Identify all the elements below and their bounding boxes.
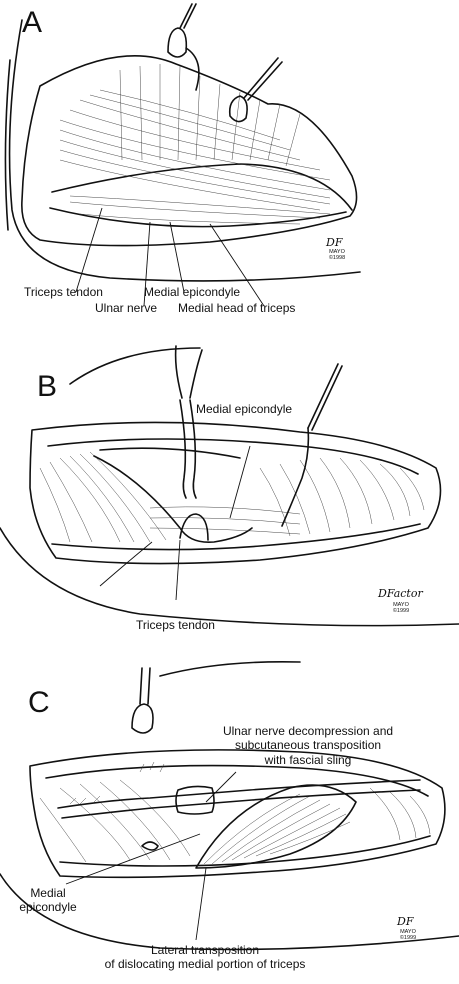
panel-c: C Ulnar nerve decompression and subcutan…	[0, 648, 459, 984]
panel-a-mayo-text: MAYO	[329, 249, 345, 255]
panel-a-letter: A	[22, 6, 43, 39]
label-medial-epicondyle: Medial epicondyle	[144, 285, 241, 299]
panel-b-illustration	[0, 345, 459, 627]
label-ulnar-nerve: Ulnar nerve	[95, 301, 158, 315]
panel-c-copyright-mark: MAYO ©1999	[394, 929, 422, 942]
panel-b-letter: B	[37, 370, 58, 403]
panel-c-mayo-text: MAYO	[400, 929, 416, 935]
label-medial-head-of-triceps: Medial head of triceps	[178, 301, 296, 315]
label-line-1: Ulnar nerve decompression and	[222, 724, 394, 738]
label-line-2: of dislocating medial portion of triceps	[104, 957, 306, 972]
panel-b: B Medial epicondyle Triceps tendon DFact…	[0, 328, 459, 648]
panel-c-artist-signature: DF	[397, 915, 414, 928]
label-medial: Medial	[30, 886, 66, 900]
panel-b-mayo-text: MAYO	[393, 602, 409, 608]
panel-c-illustration	[0, 660, 459, 951]
panel-b-copyright-mark: MAYO ©1999	[386, 602, 416, 615]
panel-a-illustration	[4, 3, 361, 307]
label-lateral-transposition: Lateral transposition of dislocating med…	[80, 943, 330, 972]
panel-a-artist-signature: DF	[326, 236, 343, 249]
label-line-3: with fascial sling	[264, 752, 352, 767]
label-line-1: Lateral transposition	[150, 943, 260, 957]
panel-a-year-text: ©1998	[328, 255, 346, 262]
label-epicondyle: epicondyle	[19, 900, 77, 915]
panel-b-artist-signature: DFactor	[378, 587, 423, 600]
panel-a-copyright-mark: MAYO ©1998	[323, 249, 351, 262]
panel-b-year-text: ©1999	[392, 608, 410, 615]
panel-c-letter: C	[28, 686, 50, 719]
label-medial-epicondyle: Medial epicondyle	[12, 886, 84, 915]
label-line-2: subcutaneous transposition	[234, 738, 382, 753]
label-triceps-tendon: Triceps tendon	[136, 618, 215, 632]
label-ulnar-nerve-decompression: Ulnar nerve decompression and subcutaneo…	[198, 724, 418, 767]
label-triceps-tendon: Triceps tendon	[24, 285, 103, 299]
panel-a: A Triceps tendon Medial epicondyle Ulnar…	[0, 0, 459, 328]
label-medial-epicondyle: Medial epicondyle	[196, 402, 293, 416]
panel-c-year-text: ©1999	[399, 935, 417, 942]
